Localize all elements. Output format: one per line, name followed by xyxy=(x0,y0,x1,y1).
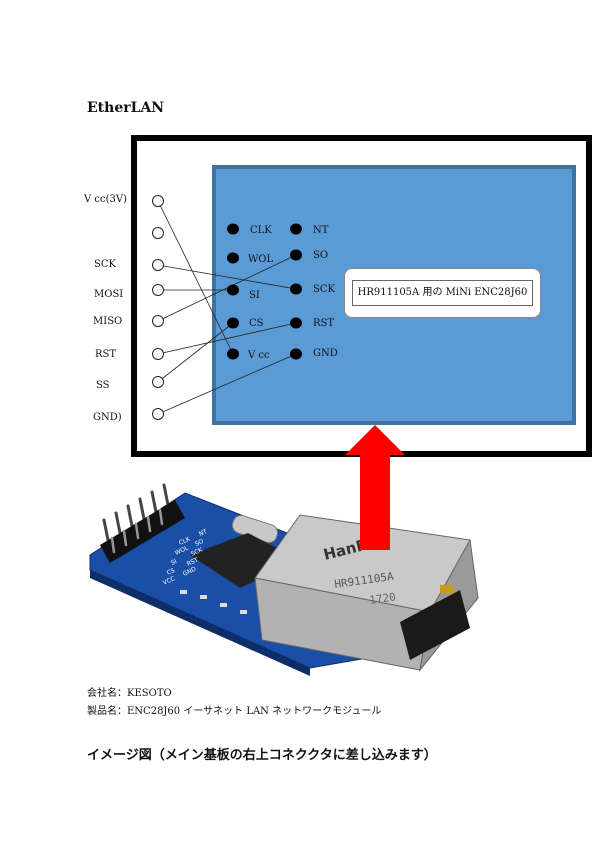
pcb-silk: NT xyxy=(198,528,209,538)
pcb-silk: RST xyxy=(186,556,200,567)
module-pin-label: WOL xyxy=(248,254,274,265)
module-pin-label: SCK xyxy=(313,284,335,295)
pcb-silk: SI xyxy=(170,558,178,567)
left-pin-circle xyxy=(152,408,164,420)
jack-date: 1720 xyxy=(369,590,397,607)
module-pin-dot xyxy=(227,317,239,329)
module-pin-dot xyxy=(227,223,239,235)
module-pin-dot xyxy=(227,252,239,264)
chip-label: HR911105A 用の MiNi ENC28J60 xyxy=(352,280,533,306)
left-pin-circle xyxy=(152,227,164,239)
left-pin-circle xyxy=(152,376,164,388)
company-line: 会社名：KESOTO xyxy=(87,688,172,699)
left-pin-label: V cc(3V) xyxy=(84,194,127,205)
left-pin-circle xyxy=(152,259,164,271)
module-pin-dot xyxy=(290,348,302,360)
module-pin-label: SI xyxy=(249,290,260,301)
left-pin-circle xyxy=(152,195,164,207)
module-pin-label: GND xyxy=(313,348,338,359)
chip-callout: HR911105A 用の MiNi ENC28J60 xyxy=(344,268,541,318)
left-pin-circle xyxy=(152,348,164,360)
product-line: 製品名：ENC28J60 イーサネット LAN ネットワークモジュール xyxy=(87,706,382,717)
left-pin-label: MOSI xyxy=(94,289,124,300)
left-pin-label: RST xyxy=(95,349,117,360)
left-pin-circle xyxy=(152,315,164,327)
left-pin-label: MISO xyxy=(93,316,123,327)
module-pin-dot xyxy=(290,283,302,295)
module-pin-dot xyxy=(290,223,302,235)
pcb-silk: CLK xyxy=(178,535,192,547)
image-caption: イメージ図（メイン基板の右上コネククタに差し込みます） xyxy=(87,748,437,763)
module-pin-dot xyxy=(227,348,239,360)
module-pin-label: V cc xyxy=(248,350,270,361)
left-pin-circle xyxy=(152,284,164,296)
left-pin-label: SS xyxy=(96,380,110,391)
module-photo: HanRun HR911105A 1720 CLK WOL SI CS VCC … xyxy=(89,483,479,676)
module-pin-dot xyxy=(227,284,239,296)
insert-arrow xyxy=(345,425,405,550)
pcb-silk: VCC xyxy=(162,575,176,587)
pcb-silk: SO xyxy=(194,538,205,548)
left-pin-label: GND) xyxy=(93,412,122,423)
module-pin-label: CS xyxy=(249,318,264,329)
pcb-silk: SCK xyxy=(190,546,205,558)
page-heading: EtherLAN xyxy=(87,100,165,116)
module-pin-label: CLK xyxy=(250,225,272,236)
module-pin-dot xyxy=(290,317,302,329)
left-pin-label: SCK xyxy=(94,259,116,270)
module-pin-dot xyxy=(290,249,302,261)
pcb-silk: CS xyxy=(166,567,176,577)
module-pin-label: NT xyxy=(313,225,329,236)
module-pin-label: RST xyxy=(313,318,335,329)
module-pin-label: SO xyxy=(313,250,329,261)
